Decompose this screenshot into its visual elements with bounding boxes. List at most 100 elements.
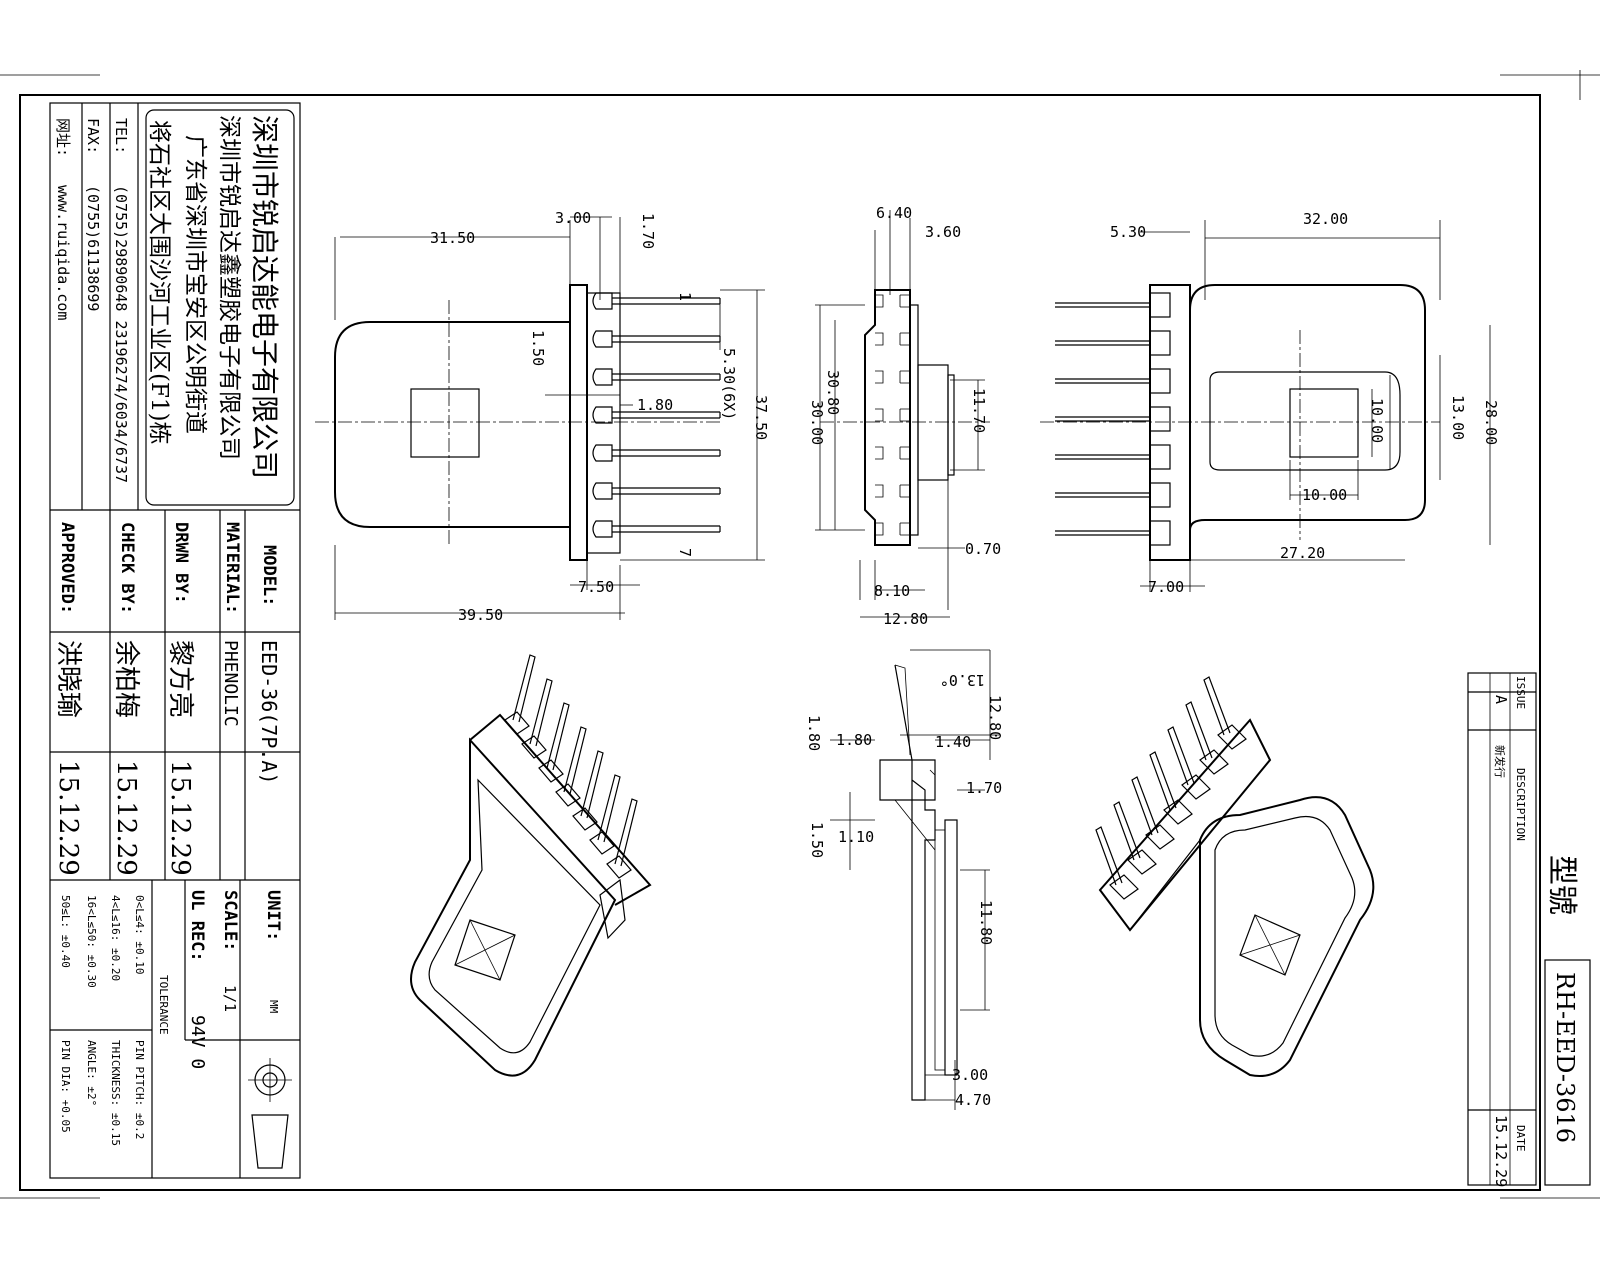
projection-symbol (248, 1058, 292, 1169)
drwn-label: DRWN BY: (171, 522, 191, 604)
front-pin-slot (592, 444, 613, 462)
dim-31-50: 31.50 (430, 229, 475, 247)
unit-label: UNIT: (263, 890, 283, 941)
iso-right-pin (1131, 776, 1159, 836)
dim-sec-1-40: 1.40 (935, 733, 971, 751)
iso-left-pin-base (521, 735, 547, 759)
side-notch (875, 446, 910, 460)
side-notches (875, 294, 910, 536)
approved-date: 15.12.29 (53, 760, 83, 876)
issue-label: ISSUE (1514, 676, 1527, 709)
rear-pin-block (1149, 406, 1171, 432)
rear-pin-block (1149, 520, 1171, 546)
iso-right-pin (1203, 676, 1231, 736)
fax-value: (0755)61138699 (84, 185, 102, 311)
scale-label: SCALE: (220, 890, 240, 951)
dim-5-30: 5.30(6X) (720, 348, 738, 420)
tol-1: 0<L≤4: ±0.10 (133, 895, 146, 974)
check-label: CHECK BY: (117, 522, 137, 614)
front-pin-slot (592, 520, 613, 538)
front-pins (592, 292, 721, 538)
pin-1-label: 1 (676, 292, 694, 301)
iso-left-pin-base (606, 855, 632, 879)
tol-6: THICKNESS: ±0.15 (109, 1040, 122, 1146)
dim-11-70: 11.70 (970, 388, 988, 433)
iso-right-pin-base (1127, 849, 1157, 875)
iso-right-pins (1095, 676, 1247, 900)
company-sub: 深圳市锐启达鑫塑胶电子有限公司 (216, 115, 242, 460)
description-label: DESCRIPTION (1514, 768, 1527, 841)
iso-left-pin (563, 726, 587, 795)
dim-1-80: 1.80 (637, 396, 673, 414)
iso-left-pin-base (538, 759, 564, 783)
dim-1-50: 1.50 (529, 330, 547, 366)
web-label: 网址: (54, 118, 72, 157)
sheet-border (19, 94, 1541, 1191)
iso-right-pin (1113, 801, 1141, 861)
iso-left-pin (614, 798, 638, 867)
dim-3-00: 3.00 (555, 209, 591, 227)
drwn-name: 黎方亮 (165, 640, 195, 718)
check-date: 15.12.29 (111, 760, 141, 876)
address-2: 将石社区大围沙河工业区(F1)栋 (146, 120, 172, 445)
iso-right-pin-base (1181, 774, 1211, 800)
title-text: 网址: www.ruiqida.com FAX: (0755)61138699 … (53, 115, 283, 1146)
check-name: 余柏梅 (111, 640, 141, 718)
side-notch (875, 294, 910, 308)
tol-2: 4<L≤16: ±0.20 (109, 895, 122, 981)
rear-dims: 5.30 32.00 10.00 13.00 28.00 10.00 27.20… (1110, 210, 1500, 596)
iso-left-pin-base (589, 831, 615, 855)
iso-right-pin (1167, 726, 1195, 786)
dim-1-70: 1.70 (639, 213, 657, 249)
iso-left-pin (546, 702, 570, 771)
dim-sec-1-80a: 1.80 (836, 731, 872, 749)
rear-pin-block (1149, 292, 1171, 318)
model-value: EED-36(7P.A) (257, 640, 281, 785)
dim-sec-11-80: 11.80 (977, 900, 995, 945)
iso-right-pin (1095, 826, 1123, 886)
type-label: 型號 (1544, 855, 1579, 915)
dim-rear-27-20: 27.20 (1280, 544, 1325, 562)
side-notch (875, 332, 910, 346)
iso-left-pins (504, 654, 638, 879)
approved-name: 洪晓瑜 (53, 640, 83, 718)
dim-sec-1-10: 1.10 (838, 828, 874, 846)
dim-rear-32-00: 32.00 (1303, 210, 1348, 228)
dim-7-50: 7.50 (578, 578, 614, 596)
rear-pin-block (1149, 330, 1171, 356)
dim-37-50: 37.50 (752, 395, 770, 440)
iso-left-pin-base (504, 711, 530, 735)
side-notch (875, 522, 910, 536)
dim-rear-28-00: 28.00 (1482, 400, 1500, 445)
dim-12-80: 12.80 (883, 610, 928, 628)
front-pin-slot (592, 406, 613, 424)
dim-39-50: 39.50 (458, 606, 503, 624)
dim-sec-1-50: 1.50 (808, 822, 826, 858)
approved-label: APPROVED: (57, 522, 77, 614)
dim-30-80: 30.80 (824, 370, 842, 415)
dim-8-10: 8.10 (874, 582, 910, 600)
rear-view (1040, 220, 1491, 592)
dim-sec-1-80b: 1.80 (805, 715, 823, 751)
tel-value: (0755)29890648 23196274/6034/6737 (112, 185, 130, 483)
front-pin-slot (592, 330, 613, 348)
iso-right-pin (1149, 751, 1177, 811)
tel-label: TEL: (112, 118, 130, 154)
tol-5: PIN PITCH: ±0.2 (133, 1040, 146, 1139)
section-view (830, 649, 1000, 1110)
dim-30-00: 30.00 (808, 400, 826, 445)
rear-pin-block (1149, 368, 1171, 394)
side-notch (875, 370, 910, 384)
date-label: DATE (1514, 1125, 1527, 1152)
iso-left-pin (580, 750, 604, 819)
revision-block (1467, 672, 1591, 1186)
type-value: RH-EED-3616 (1551, 972, 1579, 1143)
dim-sec-3-00: 3.00 (952, 1066, 988, 1084)
pin-7-label: 7 (676, 548, 694, 557)
title-block (49, 102, 301, 1179)
tol-8: PIN DIA: +0.05 (59, 1040, 72, 1133)
description-value: 新发行 (1493, 745, 1507, 778)
front-view (315, 216, 765, 620)
dim-sec-4-70: 4.70 (955, 1091, 991, 1109)
